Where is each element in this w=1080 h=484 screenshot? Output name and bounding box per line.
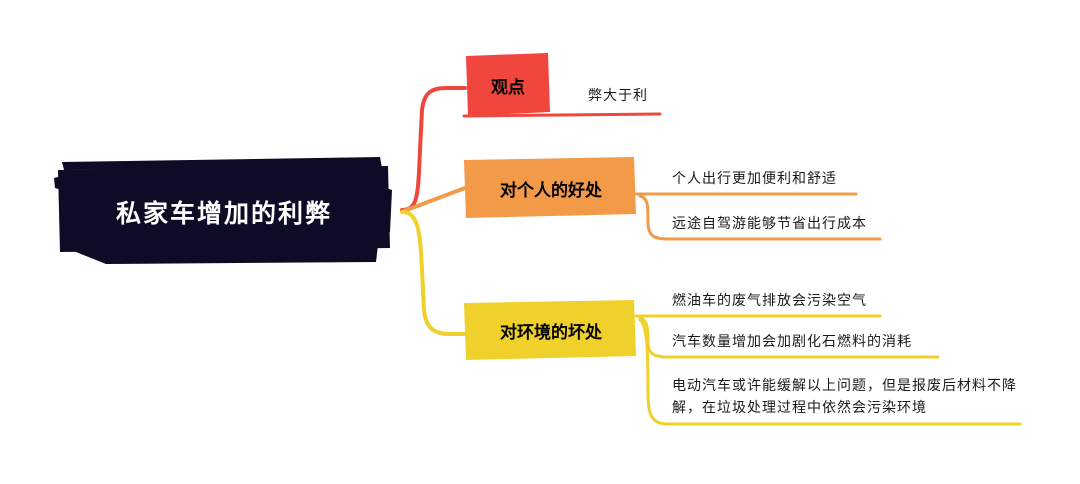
root-node-background — [54, 157, 392, 264]
branch-label-personal-benefits: 对个人的好处 — [500, 180, 602, 201]
connector-environment-harms — [400, 210, 467, 336]
root-node-label: 私家车增加的利弊 — [115, 199, 332, 228]
branch-node-personal-benefits — [464, 157, 636, 218]
leaf-connector-environment-3 — [638, 318, 1022, 426]
leaf-personal-1: 个人出行更加便利和舒适 — [672, 171, 837, 187]
leaf-viewpoint-1: 弊大于利 — [588, 88, 648, 104]
leaf-environment-2: 汽车数量增加会加剧化石燃料的消耗 — [672, 334, 912, 350]
branch-node-environment-harms — [464, 300, 636, 360]
branch-label-environment-harms: 对环境的坏处 — [500, 322, 602, 343]
connector-personal-benefits — [402, 186, 467, 213]
leaf-environment-1: 燃油车的废气排放会污染空气 — [672, 293, 867, 309]
branch-label-viewpoint: 观点 — [491, 77, 525, 98]
underline-viewpoint — [462, 112, 662, 118]
connector-viewpoint — [400, 86, 467, 212]
leaf-personal-2: 远途自驾游能够节省出行成本 — [672, 216, 867, 232]
leaf-connector-personal-2 — [638, 194, 882, 241]
leaf-environment-3: 电动汽车或许能缓解以上问题，但是报废后材料不降解，在垃圾处理过程中依然会污染环境 — [672, 378, 1017, 416]
branch-node-viewpoint — [466, 53, 550, 116]
